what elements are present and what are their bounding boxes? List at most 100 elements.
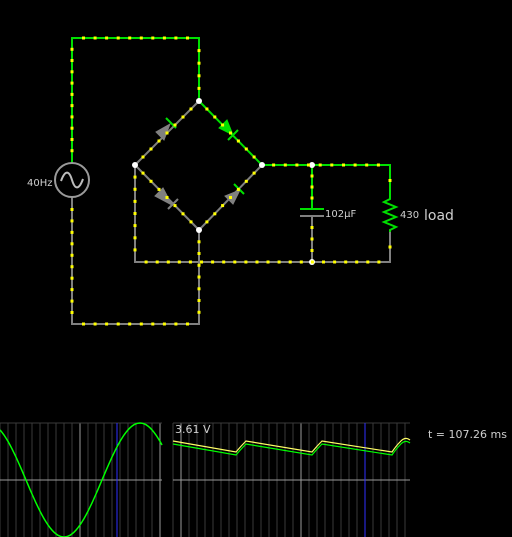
current-dot [355,260,359,264]
current-dot [197,49,201,53]
current-dot [93,36,97,40]
current-dot [144,260,148,264]
current-dot [70,59,74,62]
current-dot [205,107,209,111]
current-dot [310,260,314,264]
current-dot [149,147,153,151]
current-dot [244,179,248,183]
diode-top-left[interactable] [155,117,177,141]
current-dot [197,299,201,302]
current-dot [229,196,232,199]
wire-output-positive[interactable] [262,164,391,196]
current-dot [213,212,217,216]
source-frequency-label: 40Hz [27,178,53,189]
current-dot [165,131,169,135]
scope-panel: 3.61 V t = 107.26 ms [0,422,507,537]
current-dot [70,276,74,280]
current-dot [70,265,74,269]
current-dot [295,163,299,167]
current-dot [105,36,109,40]
current-dot [376,163,380,167]
current-dot [353,163,357,167]
current-dot [189,220,193,224]
current-dot [151,322,155,326]
current-dot [70,70,74,74]
current-dot [299,260,303,264]
current-dot [173,123,177,127]
sine-icon [60,171,84,189]
current-dot [236,139,240,143]
current-dot [197,275,201,279]
current-dot [70,299,74,303]
current-dot [222,260,226,264]
wire-source-top[interactable] [71,37,200,162]
current-dot [173,204,177,208]
current-dot [70,242,74,246]
current-dot [213,115,217,119]
current-dot [344,260,348,264]
wires[interactable] [71,37,391,325]
current-dot [197,263,201,267]
current-dot [200,260,203,264]
current-dot [197,86,201,90]
current-dot [233,260,237,264]
current-dot [116,322,120,326]
source-voltage-trace [0,422,163,537]
current-dot [310,249,314,252]
current-dot [377,260,381,264]
current-dot [70,149,74,153]
current-dot [133,175,137,179]
current-dot [244,147,248,151]
current-dot [128,322,132,326]
load-voltage-scope[interactable]: 3.61 V [172,422,411,537]
ac-voltage-source[interactable]: 40Hz [27,150,90,210]
current-dot [266,260,270,264]
current-dot [70,219,74,223]
current-dot [70,288,74,292]
capacitor-value-label: 102µF [325,209,356,220]
current-dot [70,311,74,314]
current-dot [165,196,169,199]
current-dot [141,171,145,175]
current-dot [70,253,74,257]
current-dot [133,248,137,252]
current-dot [252,171,256,175]
current-dot [133,236,137,240]
current-dot [205,220,209,224]
resistor-value-label: 430 [400,210,419,221]
scope-value-label: 3.61 V [175,423,211,436]
capacitor[interactable]: 102µF [300,208,356,220]
time-label: t = 107.26 ms [428,428,507,441]
load-voltage-trace [172,440,411,456]
current-dot [310,174,314,178]
current-dot [197,74,201,78]
current-dot [128,36,132,40]
current-dot [189,107,193,111]
current-dot [388,179,392,182]
current-dot [133,212,137,215]
current-dot [211,260,215,264]
current-dot [277,260,281,264]
current-dot [141,155,145,159]
current-dot [188,260,192,264]
current-dot [139,36,143,40]
current-dot [186,322,189,326]
current-dot [116,36,120,40]
source-voltage-scope[interactable] [0,422,163,537]
current-dot [365,163,369,167]
current-dot [310,196,314,200]
current-dot [330,163,334,167]
current-dot [342,163,345,167]
current-dot [288,260,292,264]
current-dot [70,230,74,234]
current-dot [177,260,181,264]
current-dot [174,322,178,326]
current-dot [70,138,74,141]
current-dot [318,163,322,167]
scope-grid [0,422,162,537]
current-dot [181,115,185,119]
load-resistor[interactable]: 430 load [381,196,454,232]
current-dot [105,322,109,326]
current-dot [157,187,161,191]
